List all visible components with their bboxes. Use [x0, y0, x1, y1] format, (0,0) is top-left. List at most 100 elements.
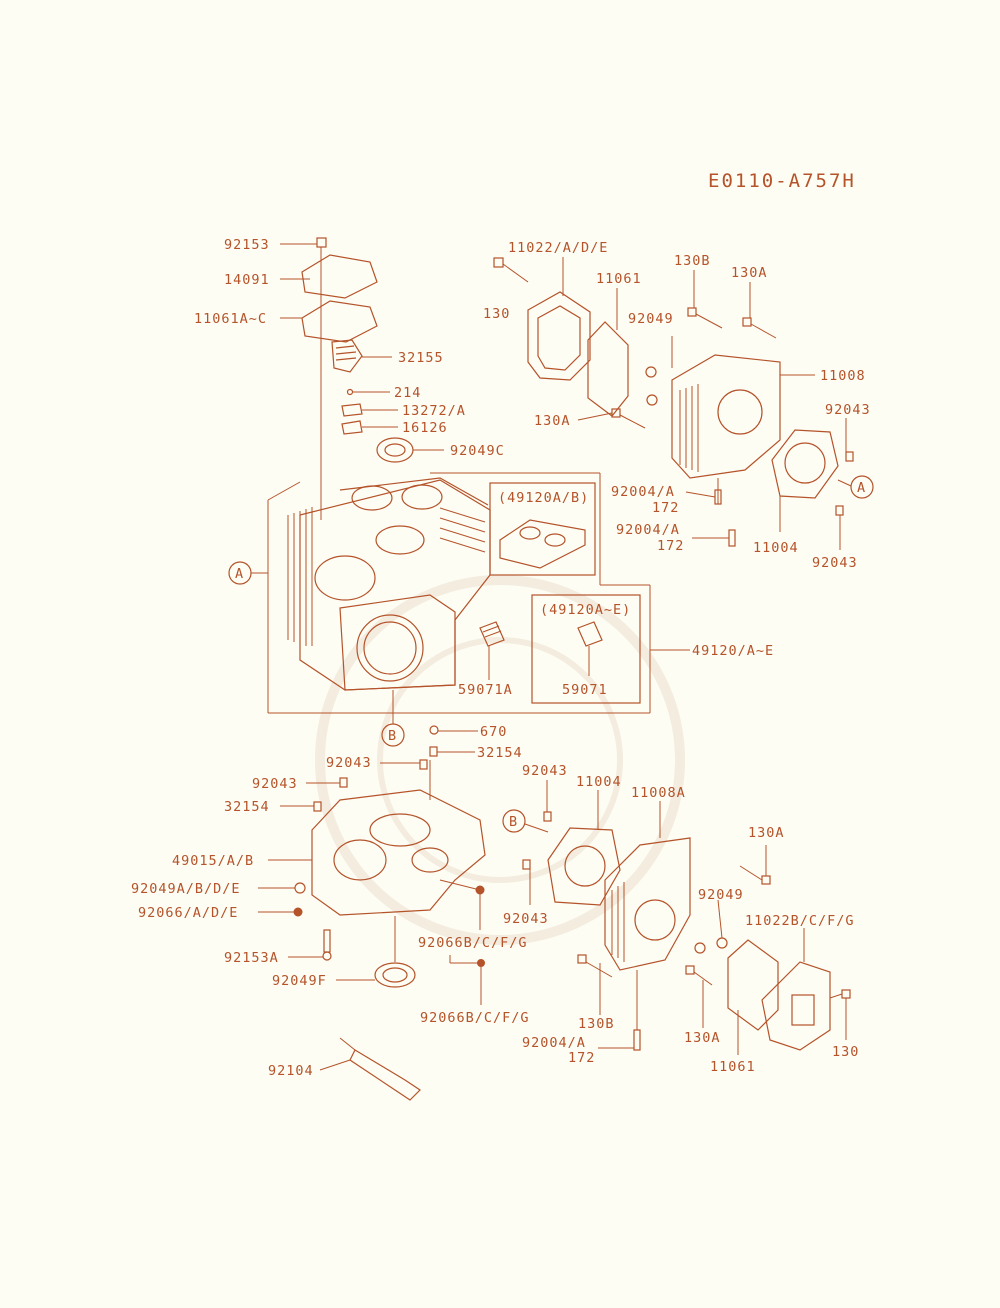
label-49015: 49015/A/B — [172, 853, 254, 869]
label-11022ADE: 11022/A/D/E — [508, 240, 608, 256]
cooling-fins — [287, 507, 313, 646]
label-92043-mid: 92043 — [326, 755, 372, 771]
label-130B-top: 130B — [674, 253, 711, 269]
label-11008A: 11008A — [631, 785, 686, 801]
bolt-130-top-part — [493, 257, 529, 283]
label-92049-top: 92049 — [628, 311, 674, 327]
label-172-2: 172 — [657, 538, 684, 554]
label-92004A-1: 92004/A — [611, 484, 675, 500]
label-32154-left: 32154 — [224, 799, 270, 815]
seal-92049F-part — [374, 916, 416, 988]
pin-214-part — [346, 388, 354, 396]
valve-cover-11022B-part — [761, 961, 831, 1051]
bolt-130A-b1-part — [739, 845, 771, 885]
inset-49120AE-title: (49120A~E) — [540, 602, 631, 618]
label-11004-b: 11004 — [576, 774, 622, 790]
label-13272: 13272/A — [402, 403, 466, 419]
callout-B-lower: B — [502, 809, 549, 833]
bolt-92153-part — [316, 237, 327, 256]
dowel-32154-mid-part — [429, 746, 438, 757]
cylinder-head-bottom — [522, 811, 851, 1051]
crankcase-cover-49015-part — [311, 789, 486, 916]
callout-B-lower-label: B — [509, 814, 518, 830]
label-92066ADE: 92066/A/D/E — [138, 905, 238, 921]
label-92043-b2: 92043 — [503, 911, 549, 927]
label-92049-b: 92049 — [698, 887, 744, 903]
label-92049ABDE: 92049A/B/D/E — [131, 881, 241, 897]
leader-lines — [258, 243, 847, 1055]
breather-32155-part — [331, 339, 363, 373]
bolt-130-b-part — [829, 989, 851, 999]
sealant-tube-92104-part — [319, 1037, 421, 1101]
label-214: 214 — [394, 385, 421, 401]
label-92153: 92153 — [224, 237, 270, 253]
plate-13272-part — [341, 403, 363, 417]
label-92066BCFG-2: 92066B/C/F/G — [420, 1010, 530, 1026]
label-130A-b1: 130A — [748, 825, 785, 841]
label-130A-mid: 130A — [534, 413, 571, 429]
callout-B-upper: B — [381, 690, 405, 747]
dowel-92043-mid-part — [419, 759, 428, 770]
dowel-92043-top-part — [845, 451, 854, 462]
valve-cover-11022-part — [527, 291, 591, 381]
label-130A-b2: 130A — [684, 1030, 721, 1046]
label-172-1: 172 — [652, 500, 679, 516]
bolt-92153A-part — [322, 929, 332, 961]
crankcase-cover-assembly — [293, 725, 486, 988]
crankcase-assembly — [267, 472, 651, 714]
top-cover-parts — [301, 237, 414, 520]
dowel-92043-b1-part — [543, 811, 552, 822]
label-92004A-b: 92004/A — [522, 1035, 586, 1051]
plug-670-part — [429, 725, 439, 735]
gasket-11061-bottom-part — [727, 939, 779, 1031]
label-49120AE: 49120/A~E — [692, 643, 774, 659]
gasket-11004-bottom-part — [547, 827, 621, 906]
bolt-130A-mid-part — [611, 408, 646, 429]
gasket-11061-top-part — [587, 321, 629, 417]
label-92104: 92104 — [268, 1063, 314, 1079]
label-92043-right: 92043 — [825, 402, 871, 418]
bolt-130A-top-part — [742, 282, 777, 339]
diagram-code: E0110-A757H — [708, 170, 856, 192]
seal-92066ADE-part — [293, 907, 303, 917]
inset-49120AB: (49120A/B) — [489, 482, 596, 576]
label-130A-top: 130A — [731, 265, 768, 281]
label-130-b: 130 — [832, 1044, 859, 1060]
dowel-92043-left-part — [339, 777, 348, 788]
label-11061-b: 11061 — [710, 1059, 756, 1075]
label-92043-left: 92043 — [252, 776, 298, 792]
label-11061A: 11061A~C — [194, 311, 267, 327]
cylinder-bore-b — [356, 614, 424, 682]
label-92049F: 92049F — [272, 973, 327, 989]
label-92043-b1: 92043 — [522, 763, 568, 779]
label-92049C: 92049C — [450, 443, 505, 459]
bolt-130A-b2-part — [685, 965, 713, 986]
callout-A-left-label: A — [235, 566, 244, 582]
callout-A-left: A — [228, 561, 268, 585]
inset-49120AB-title: (49120A/B) — [498, 490, 589, 506]
callout-B-upper-label: B — [388, 728, 397, 744]
dowel-32154-left-part — [313, 801, 322, 812]
label-11061-top: 11061 — [596, 271, 642, 287]
cylinder-head-11008-part — [671, 354, 781, 479]
label-16126: 16126 — [402, 420, 448, 436]
callout-A-right: A — [837, 475, 874, 499]
dowel-92043-b2-part — [522, 859, 531, 870]
cover-plate-14091-part — [301, 254, 378, 299]
label-11022BCFG: 11022B/C/F/G — [745, 913, 855, 929]
cylinder-head-11008A-part — [604, 837, 691, 971]
label-92066BCFG-1: 92066B/C/F/G — [418, 935, 528, 951]
sleeve-59071A-part — [479, 621, 505, 647]
label-92153A: 92153A — [224, 950, 279, 966]
bolt-130B-top-part — [687, 270, 723, 329]
seal-92049C-part — [376, 437, 414, 463]
inset-49120AE: (49120A~E) 59071 — [531, 594, 641, 704]
label-14091: 14091 — [224, 272, 270, 288]
gasket-11004-top-part — [771, 429, 839, 499]
seal-92049-b-part — [716, 937, 728, 949]
label-172-b: 172 — [568, 1050, 595, 1066]
label-11008: 11008 — [820, 368, 866, 384]
label-59071A: 59071A — [458, 682, 513, 698]
